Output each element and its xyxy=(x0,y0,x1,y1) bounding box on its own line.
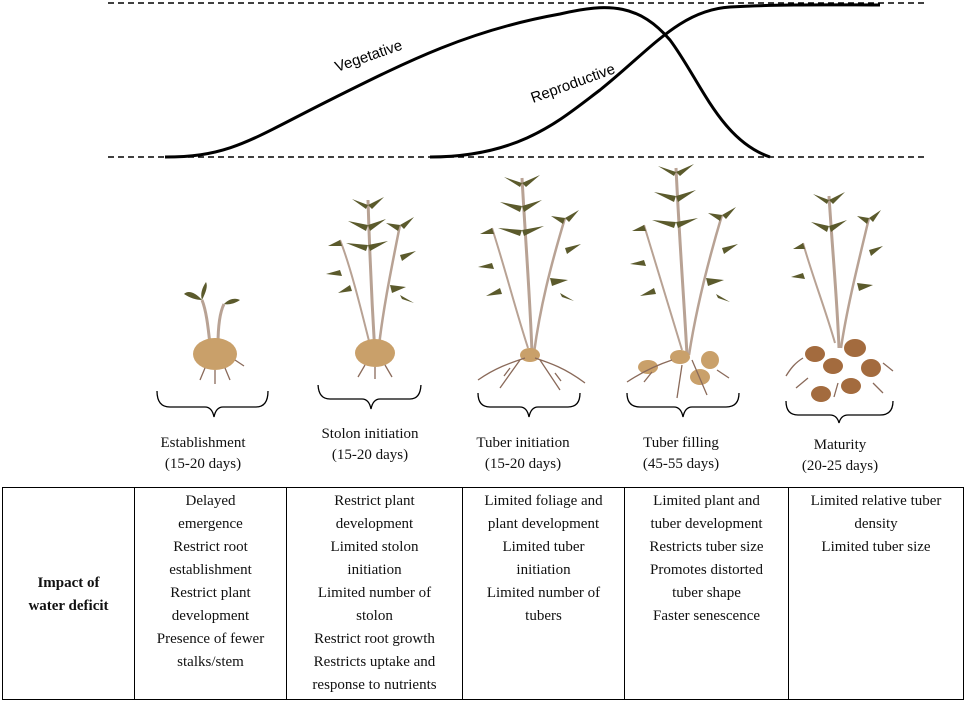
cell-line: tuber shape xyxy=(672,585,741,601)
cell-line: Restrict plant xyxy=(334,493,415,509)
cell-line: stolon xyxy=(356,608,393,624)
impact-table: Impact of water deficit Delayed emergenc… xyxy=(2,487,964,700)
cell-line: emergence xyxy=(178,516,243,532)
stage-duration: (15-20 days) xyxy=(331,447,409,463)
bracket-establishment xyxy=(156,390,269,418)
plant-tuber-initiation-illustration xyxy=(477,175,586,391)
cell-line: tuber development xyxy=(650,516,763,532)
stage-name: Establishment xyxy=(160,435,246,451)
stage-duration: (20-25 days) xyxy=(801,458,879,474)
plant-maturity-illustration xyxy=(785,192,894,402)
stage-name: Maturity xyxy=(813,437,867,453)
bracket-tuber-filling xyxy=(626,392,740,418)
impact-cell-tuber-filling: Limited plant and tuber development Rest… xyxy=(624,487,789,700)
cell-line: Restrict plant xyxy=(170,585,251,601)
row-header-line: Impact of xyxy=(37,574,100,591)
impact-cell-tuber-initiation: Limited foliage and plant development Li… xyxy=(462,487,625,700)
bracket-maturity xyxy=(785,400,894,424)
cell-line: establishment xyxy=(169,562,252,578)
cell-line: Limited plant and xyxy=(653,493,760,509)
stage-tuber-initiation: Tuber initiation (15-20 days) xyxy=(443,433,603,475)
growth-curves: Vegetative Reproductive xyxy=(108,2,928,159)
stage-stolon-initiation: Stolon initiation (15-20 days) xyxy=(290,424,450,466)
cell-line: initiation xyxy=(347,562,402,578)
cell-line: Delayed xyxy=(185,493,236,509)
cell-line: Faster senescence xyxy=(652,608,761,624)
reproductive-label: Reproductive xyxy=(529,61,618,107)
cell-line: development xyxy=(335,516,414,532)
cell-line: Limited number of xyxy=(317,585,432,601)
cell-line: Limited relative tuber xyxy=(810,493,942,509)
plant-stolon-initiation-illustration xyxy=(326,197,416,379)
impact-cell-stolon-initiation: Restrict plant development Limited stolo… xyxy=(286,487,463,700)
cell-line: Limited tuber size xyxy=(821,539,931,555)
cell-line: density xyxy=(854,516,898,532)
cell-line: Limited tuber xyxy=(502,539,585,555)
stage-name: Tuber initiation xyxy=(476,435,570,451)
cell-line: Promotes distorted xyxy=(650,562,763,578)
impact-cell-establishment: Delayed emergence Restrict root establis… xyxy=(134,487,287,700)
impact-row-header: Impact of water deficit xyxy=(2,487,135,700)
stage-duration: (15-20 days) xyxy=(164,456,242,472)
cell-line: Restricts tuber size xyxy=(649,539,764,555)
cell-line: Restrict root xyxy=(173,539,248,555)
stage-brackets xyxy=(156,385,894,424)
bracket-tuber-initiation xyxy=(477,392,581,418)
stage-name: Stolon initiation xyxy=(321,426,419,442)
plant-establishment-illustration xyxy=(184,282,245,384)
cell-line: initiation xyxy=(516,562,571,578)
cell-line: Presence of fewer xyxy=(156,631,265,647)
cell-line: Limited stolon xyxy=(330,539,419,555)
table-row: Impact of water deficit Delayed emergenc… xyxy=(2,487,964,700)
cell-line: Restrict root growth xyxy=(314,631,435,647)
cell-line: stalks/stem xyxy=(177,654,244,670)
bracket-stolon-initiation xyxy=(317,385,422,410)
cell-line: Limited number of xyxy=(486,585,601,601)
cell-line: Limited foliage and xyxy=(484,493,603,509)
cell-line: development xyxy=(171,608,250,624)
cell-line: tubers xyxy=(525,608,562,624)
stage-name: Tuber filling xyxy=(643,435,719,451)
row-header-line: water deficit xyxy=(28,597,109,614)
stage-tuber-filling: Tuber filling (45-55 days) xyxy=(601,433,761,475)
stage-duration: (45-55 days) xyxy=(642,456,720,472)
cell-line: Restricts uptake and xyxy=(313,654,436,670)
cell-line: plant development xyxy=(487,516,600,532)
stage-establishment: Establishment (15-20 days) xyxy=(123,433,283,475)
stage-duration: (15-20 days) xyxy=(484,456,562,472)
reproductive-curve xyxy=(429,3,881,159)
plant-tuber-filling-illustration xyxy=(626,164,738,399)
stage-maturity: Maturity (20-25 days) xyxy=(760,435,920,477)
impact-cell-maturity: Limited relative tuber density Limited t… xyxy=(788,487,964,700)
vegetative-curve xyxy=(164,6,771,159)
cell-line: response to nutrients xyxy=(312,677,437,693)
